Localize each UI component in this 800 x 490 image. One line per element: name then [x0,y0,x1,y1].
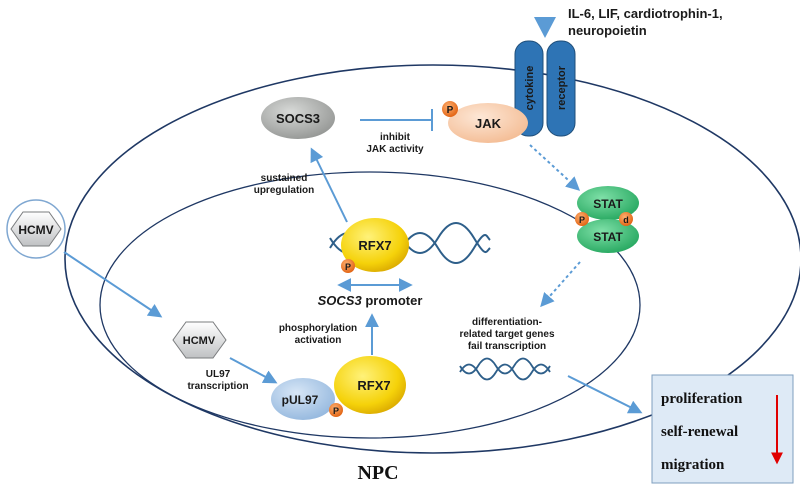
socs3-protein [261,97,335,139]
stat-phospho-right-label: d [623,215,629,225]
npc-cell-label: NPC [357,462,398,484]
phosphorylation-label-line2: activation [295,335,342,346]
hcmv-outer-label: HCMV [18,223,53,237]
outcome-self-renewal: self-renewal [661,424,738,440]
rfx7-phospho-label: P [345,262,351,272]
hcmv-entry-arrow [63,251,163,318]
pul97-label: pUL97 [282,393,319,407]
hcmv-to-pul97-arrow [229,357,278,384]
hexagon-icon [10,211,62,247]
outcome-migration: migration [661,457,725,473]
cytokine-list-line1: IL-6, LIF, cardiotrophin-1, [568,6,723,21]
hcmv-inner-label: HCMV [183,335,216,347]
rfx7-promoter-protein [341,218,409,272]
cytokine-receptor-right [546,40,576,137]
outcome-proliferation: proliferation [661,391,743,407]
ul97-label-line1: UL97 [206,369,231,380]
sustained-label-line1: sustained [261,173,308,184]
stat-to-genes-arrow [540,261,581,308]
inhibit-label-line1: inhibit [380,132,411,143]
hcmv-inner-hexagon-icon [172,321,227,359]
receptor-label-receptor: receptor [556,65,568,110]
stat-phospho-left-label: P [579,215,585,225]
outcome-box [651,374,794,484]
receptor-label-cytokine: cytokine [524,66,536,111]
stat-phospho-right-badge [619,212,633,226]
target-genes-dna-helix-icon [459,357,551,381]
pul97-phospho-badge [329,403,343,417]
cytokine-receptor-left [514,40,544,137]
stat-top-label: STAT [593,197,623,211]
cytokine-list-line2: neuropoietin [568,23,647,38]
pul97-phospho-label: P [333,406,339,416]
stat-protein-bottom [577,219,639,253]
cytokine-ligand-triangle-icon [534,17,556,38]
jak-phospho-badge [442,101,458,117]
rfx7-phospho-badge [341,259,355,273]
rfx7-promoter-label: RFX7 [358,238,391,253]
promoter-label: SOCS3 promoter [318,293,423,308]
genes-to-outcome-arrow [567,375,643,414]
rfx7-complex-label: RFX7 [357,378,390,393]
jak-to-stat-arrow [529,144,581,191]
phosphorylation-label-line1: phosphorylation [279,323,357,334]
differentiation-label-line3: fail transcription [468,341,546,352]
jak-protein [448,103,528,143]
pul97-protein [271,378,335,420]
inhibit-label-line2: JAK activity [366,144,424,155]
rfx7-complex-protein [334,356,406,414]
stat-protein-top [577,186,639,220]
differentiation-label-line2: related target genes [459,329,554,340]
stat-phospho-left-badge [575,212,589,226]
stat-bottom-label: STAT [593,230,623,244]
nucleus-membrane [99,171,641,439]
sustained-label-line2: upregulation [254,185,315,196]
jak-label: JAK [475,116,502,131]
jak-phospho-label: P [447,105,454,116]
socs3-label: SOCS3 [276,111,320,126]
rfx7-to-socs3-arrow [310,147,348,223]
differentiation-label-line1: differentiation- [472,317,542,328]
npc-cell-membrane [64,64,800,454]
ul97-label-line2: transcription [187,381,248,392]
